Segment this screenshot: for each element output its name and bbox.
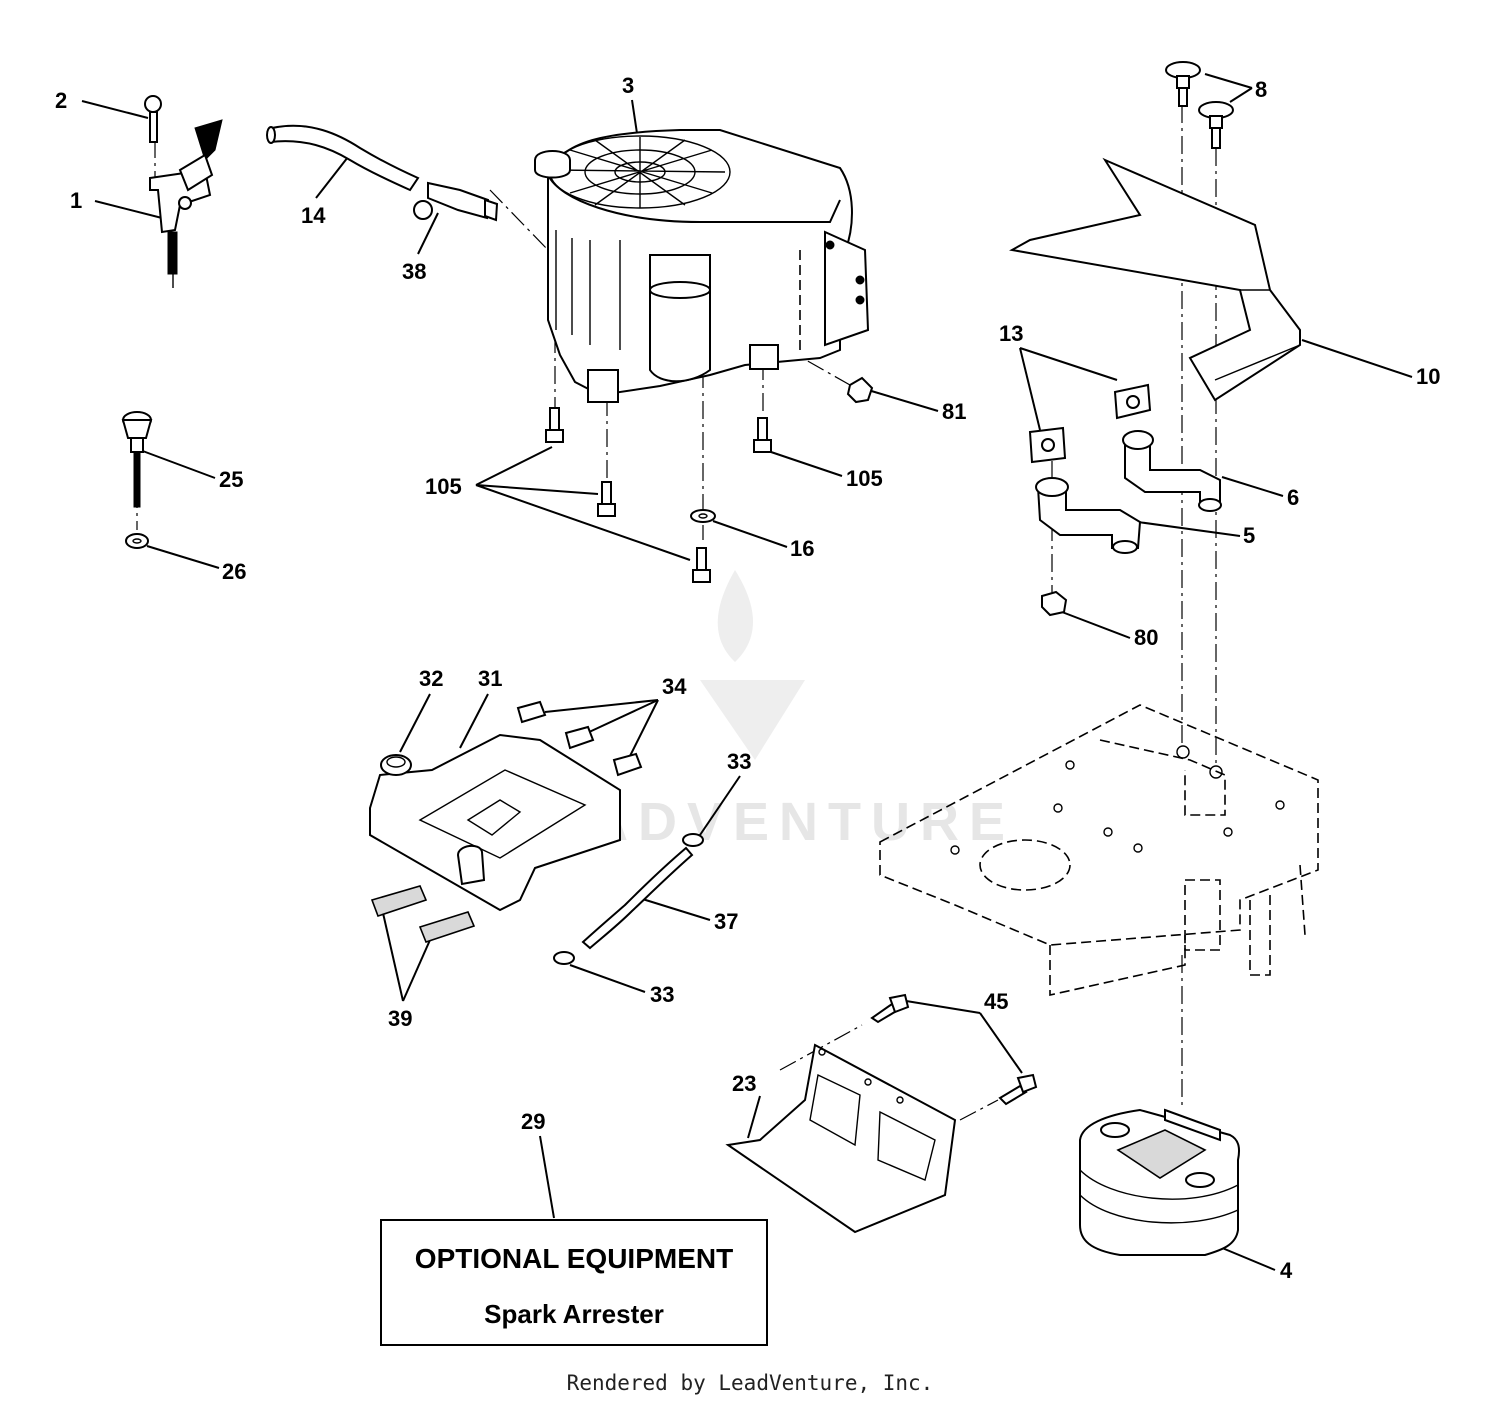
part-33-clamp-top [682, 833, 704, 847]
callout-6: 6 [1287, 485, 1299, 510]
callout-13: 13 [999, 321, 1023, 346]
optional-equipment-title: OPTIONAL EQUIPMENT [414, 1243, 734, 1274]
frame-mounting-plate [879, 704, 1319, 996]
part-105-bolt-d [753, 417, 772, 453]
part-2-screw [144, 95, 162, 143]
part-13-gasket-a [1113, 383, 1152, 420]
part-34-foam-pad-a [516, 700, 547, 724]
callout-3: 3 [622, 73, 634, 98]
part-8-bolt-b [1198, 101, 1234, 149]
part-25-choke-knob [121, 411, 153, 508]
callout-14: 14 [301, 203, 326, 228]
part-45-screw-a [870, 993, 910, 1024]
part-81-nut [846, 376, 874, 404]
part-1-throttle-control [149, 119, 223, 288]
part-13-gasket-b [1028, 426, 1067, 464]
part-4-muffler [1079, 1108, 1240, 1256]
callout-39: 39 [388, 1006, 412, 1031]
leader-lines [81, 73, 1413, 1271]
part-32-knob [380, 754, 412, 776]
part-6-exhaust-pipe [1122, 430, 1222, 512]
callout-33-top: 33 [727, 749, 751, 774]
part-39-foam-filter-a [370, 885, 428, 918]
part-26-washer [125, 533, 149, 549]
callout-labels: 1 2 3 4 5 6 8 10 13 14 16 23 25 26 29 31… [55, 73, 1440, 1283]
callout-1: 1 [70, 188, 82, 213]
part-38-fuel-fitting [413, 181, 499, 222]
callout-81: 81 [942, 399, 966, 424]
callout-23: 23 [732, 1071, 756, 1096]
callout-37: 37 [714, 909, 738, 934]
callout-38: 38 [402, 259, 426, 284]
callout-25: 25 [219, 467, 243, 492]
callout-5: 5 [1243, 523, 1255, 548]
part-45-screw-b [998, 1073, 1038, 1106]
part-33-clamp-bottom [553, 951, 575, 965]
part-34-foam-pad-c [612, 752, 643, 777]
callout-8: 8 [1255, 77, 1267, 102]
callout-4: 4 [1280, 1258, 1293, 1283]
callout-2: 2 [55, 88, 67, 113]
part-80-nut [1041, 590, 1068, 617]
callout-26: 26 [222, 559, 246, 584]
callout-105-right: 105 [846, 466, 883, 491]
part-3-engine [534, 129, 870, 403]
optional-equipment-box: OPTIONAL EQUIPMENT Spark Arrester [380, 1219, 768, 1346]
part-34-foam-pad-b [564, 725, 595, 750]
part-8-bolt-a [1165, 61, 1201, 107]
callout-32: 32 [419, 666, 443, 691]
part-31-air-filter-housing [369, 733, 621, 912]
callout-29: 29 [521, 1109, 545, 1134]
callout-34: 34 [662, 674, 687, 699]
part-10-heat-shield [1009, 157, 1301, 402]
callout-80: 80 [1134, 625, 1158, 650]
part-16-lock-washer [690, 509, 716, 523]
part-39-foam-filter-b [418, 911, 476, 943]
part-37-hose [581, 846, 694, 950]
spark-arrester-label: Spark Arrester [484, 1299, 664, 1329]
part-14-fuel-line [266, 124, 420, 192]
callout-45: 45 [984, 989, 1008, 1014]
render-credit: Rendered by LeadVenture, Inc. [566, 1371, 934, 1395]
part-105-bolt-a [545, 407, 564, 443]
callout-31: 31 [478, 666, 502, 691]
callout-16: 16 [790, 536, 814, 561]
part-23-spark-arrester-bracket [725, 1043, 957, 1234]
callout-10: 10 [1416, 364, 1440, 389]
callout-105-left: 105 [425, 474, 462, 499]
part-5-exhaust-pipe [1035, 477, 1142, 554]
part-105-bolt-b [597, 481, 616, 517]
callout-33-bottom: 33 [650, 982, 674, 1007]
part-105-bolt-c [692, 547, 711, 583]
